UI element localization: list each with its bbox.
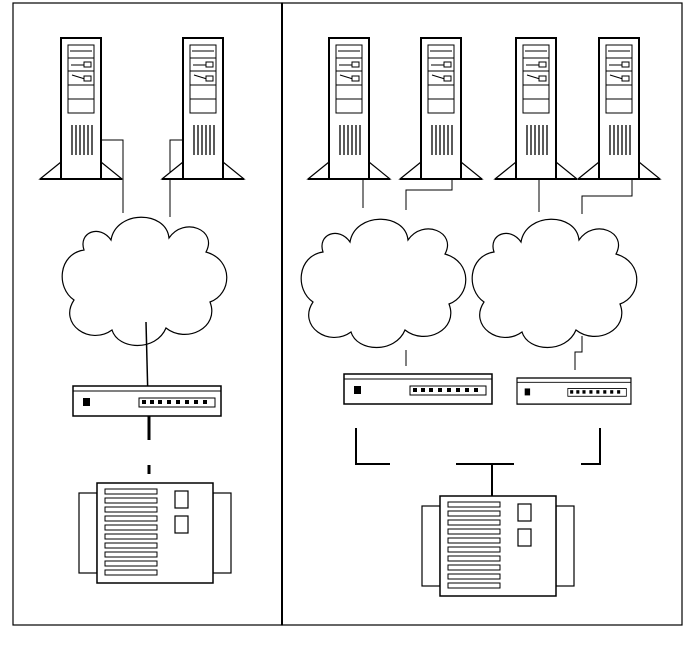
network-cloud-icon	[472, 219, 637, 347]
link-switch-a-hub	[356, 428, 390, 464]
server-tower-icon	[578, 38, 660, 179]
left-panel	[40, 38, 244, 583]
modular-hub-icon	[79, 483, 231, 583]
link-cloud-b-switch-b	[575, 336, 582, 370]
server-tower-icon	[40, 38, 122, 179]
network-cloud-icon	[62, 217, 227, 345]
server-tower-icon	[162, 38, 244, 179]
network-switch-icon	[344, 374, 492, 404]
network-switch-icon	[517, 378, 631, 404]
modular-hub-icon	[422, 496, 574, 596]
network-switch-icon	[73, 386, 221, 416]
network-cloud-icon	[301, 219, 466, 347]
server-tower-icon	[495, 38, 577, 179]
server-tower-icon	[400, 38, 482, 179]
server-tower-icon	[308, 38, 390, 179]
right-panel	[301, 38, 660, 596]
link-switch-b-hub	[581, 428, 600, 464]
